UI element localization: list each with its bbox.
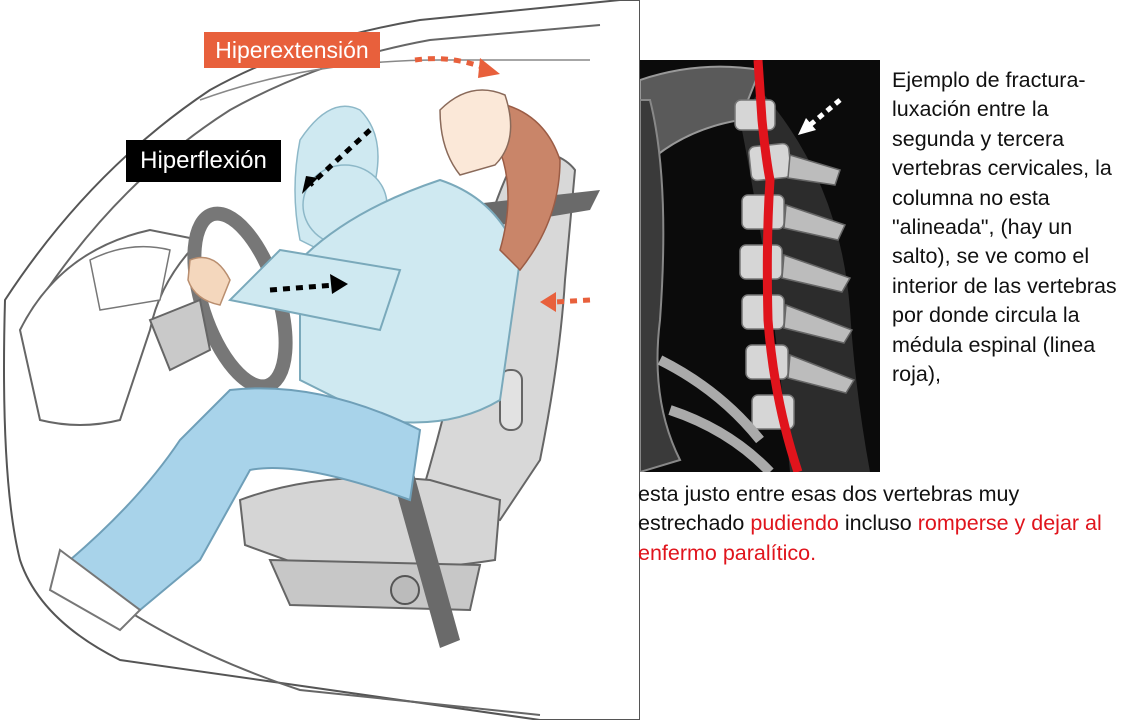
driver-hands [187, 256, 231, 306]
driver-shoe [48, 548, 142, 632]
caption-paragraph: Ejemplo de fractura-luxación entre la se… [892, 68, 1117, 387]
caption-red-romperse: romperse y dejar al enfermo paralítico. [638, 511, 1102, 565]
driver-head-extended [439, 89, 512, 176]
xray-skull-base [640, 65, 762, 172]
xray-spinous-processes [781, 154, 856, 394]
hiperextension-label: Hiperextensión [204, 32, 380, 68]
spinal-cord-red-line [753, 60, 803, 472]
car-interior-panel [89, 245, 171, 311]
xray-jaw [640, 99, 682, 472]
driver-arm [227, 248, 402, 332]
flexion-arrowhead-1 [302, 176, 318, 194]
hiperflexion-arrows [269, 128, 372, 293]
seat-knob [390, 575, 420, 605]
driver-legs [68, 387, 422, 612]
cervical-spine-xray [640, 60, 880, 472]
hiperflexion-label: Hiperflexión [126, 140, 281, 182]
crash-scene-illustration [3, 0, 640, 720]
flexion-arrowhead-2 [330, 274, 348, 294]
steering-column [148, 298, 212, 372]
caption-red-pudiendo: pudiendo [750, 511, 839, 536]
caption-bottom-text: esta justo entre esas dos vertebras muy … [638, 480, 1128, 568]
driver-torso [299, 178, 522, 424]
xray-arrowhead [798, 118, 816, 135]
hiperextension-arrows [414, 56, 591, 305]
driver-hair [468, 99, 561, 272]
caption-bottom-part-2: incluso [844, 511, 912, 536]
extension-arrowhead-2 [540, 292, 556, 312]
caption-bottom-part-1: esta justo entre esas dos vertebras muy … [638, 482, 1020, 536]
car-seat-cushion [238, 476, 502, 570]
extension-arrowhead-1 [478, 58, 500, 78]
xray-ribs [657, 355, 774, 472]
caption-side-text: Ejemplo de fractura-luxación entre la se… [892, 66, 1128, 389]
